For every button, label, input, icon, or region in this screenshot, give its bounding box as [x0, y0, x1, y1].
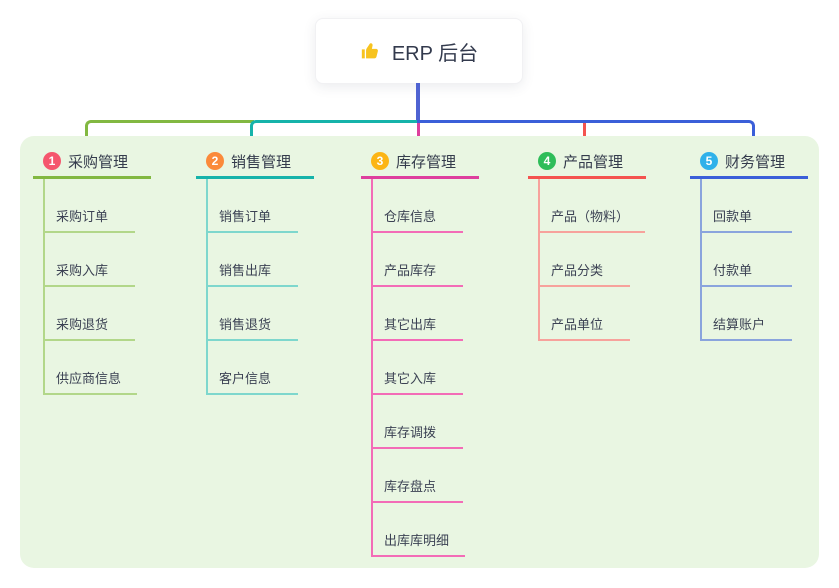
child-node[interactable]: 产品单位 [538, 287, 630, 341]
branch-title-label: 采购管理 [68, 153, 129, 171]
child-node[interactable]: 采购入库 [43, 233, 135, 287]
child-node[interactable]: 结算账户 [700, 287, 792, 341]
branches-panel [20, 136, 819, 568]
branch-number-badge: 3 [371, 152, 389, 170]
branch-number-badge: 2 [206, 152, 224, 170]
child-node-label: 产品单位 [551, 317, 604, 332]
branch-title-label: 销售管理 [231, 153, 292, 171]
branch5-connector-line [417, 120, 755, 145]
child-node-label: 付款单 [713, 263, 753, 278]
child-node-label: 库存盘点 [384, 479, 437, 494]
branch-title[interactable]: 4 产品管理 [528, 146, 646, 179]
child-node[interactable]: 回款单 [700, 179, 792, 233]
branch-node-1[interactable]: 1 采购管理 采购订单 采购入库 采购退货 供应商信息 [33, 146, 151, 395]
branch-node-4[interactable]: 4 产品管理 产品（物料） 产品分类 产品单位 [528, 146, 646, 341]
child-node[interactable]: 仓库信息 [371, 179, 463, 233]
thumbs-up-icon [360, 40, 382, 62]
branch-title[interactable]: 5 财务管理 [690, 146, 808, 179]
child-node-label: 供应商信息 [56, 371, 122, 386]
root-node[interactable]: ERP 后台 [315, 18, 523, 84]
branch1-connector-line [85, 120, 254, 145]
child-node[interactable]: 销售退货 [206, 287, 298, 341]
branch-title[interactable]: 2 销售管理 [196, 146, 314, 179]
child-node[interactable]: 其它出库 [371, 287, 463, 341]
branch-node-5[interactable]: 5 财务管理 回款单 付款单 结算账户 [690, 146, 808, 341]
child-node-label: 销售退货 [219, 317, 272, 332]
child-node-label: 客户信息 [219, 371, 272, 386]
child-node[interactable]: 供应商信息 [43, 341, 138, 395]
child-node[interactable]: 库存盘点 [371, 449, 463, 503]
branch-children: 销售订单 销售出库 销售退货 客户信息 [206, 179, 314, 395]
root-connector-line [416, 83, 420, 122]
branch-children: 采购订单 采购入库 采购退货 供应商信息 [43, 179, 151, 395]
child-node-label: 采购入库 [56, 263, 109, 278]
child-node-label: 产品分类 [551, 263, 604, 278]
child-node[interactable]: 客户信息 [206, 341, 298, 395]
child-node-label: 库存调拨 [384, 425, 437, 440]
branch2-connector-line [250, 120, 421, 145]
child-node[interactable]: 采购订单 [43, 179, 135, 233]
branch-node-2[interactable]: 2 销售管理 销售订单 销售出库 销售退货 客户信息 [196, 146, 314, 395]
child-node[interactable]: 产品库存 [371, 233, 463, 287]
branch-number-badge: 1 [43, 152, 61, 170]
branch3-connector-line [417, 123, 420, 141]
child-node-label: 其它出库 [384, 317, 437, 332]
branch-number-badge: 4 [538, 152, 556, 170]
child-node-label: 采购订单 [56, 209, 109, 224]
child-node[interactable]: 库存调拨 [371, 395, 463, 449]
branch-children: 仓库信息 产品库存 其它出库 其它入库 库存调拨 库存盘点 出库库明细 [371, 179, 479, 557]
child-node[interactable]: 采购退货 [43, 287, 135, 341]
child-node-label: 其它入库 [384, 371, 437, 386]
child-node[interactable]: 其它入库 [371, 341, 463, 395]
child-node[interactable]: 销售出库 [206, 233, 298, 287]
branch-title[interactable]: 1 采购管理 [33, 146, 151, 179]
child-node-label: 销售出库 [219, 263, 272, 278]
child-node-label: 仓库信息 [384, 209, 437, 224]
branch-title[interactable]: 3 库存管理 [361, 146, 479, 179]
child-node-label: 产品库存 [384, 263, 437, 278]
child-node[interactable]: 产品（物料） [538, 179, 646, 233]
child-node-label: 结算账户 [713, 317, 766, 332]
branch-children: 回款单 付款单 结算账户 [700, 179, 808, 341]
branch-children: 产品（物料） 产品分类 产品单位 [538, 179, 646, 341]
child-node-label: 回款单 [713, 209, 753, 224]
branch4-connector-line [583, 123, 586, 141]
child-node-label: 产品（物料） [551, 209, 630, 224]
branch-node-3[interactable]: 3 库存管理 仓库信息 产品库存 其它出库 其它入库 库存调拨 库存盘点 出库库… [361, 146, 479, 557]
child-node[interactable]: 销售订单 [206, 179, 298, 233]
child-node[interactable]: 产品分类 [538, 233, 630, 287]
branch-title-label: 库存管理 [396, 153, 457, 171]
child-node[interactable]: 出库库明细 [371, 503, 466, 557]
branch-title-label: 财务管理 [725, 153, 786, 171]
child-node-label: 出库库明细 [384, 533, 450, 548]
child-node-label: 采购退货 [56, 317, 109, 332]
branch-number-badge: 5 [700, 152, 718, 170]
branch-title-label: 产品管理 [563, 153, 624, 171]
root-title: ERP 后台 [391, 42, 479, 65]
child-node[interactable]: 付款单 [700, 233, 792, 287]
child-node-label: 销售订单 [219, 209, 272, 224]
